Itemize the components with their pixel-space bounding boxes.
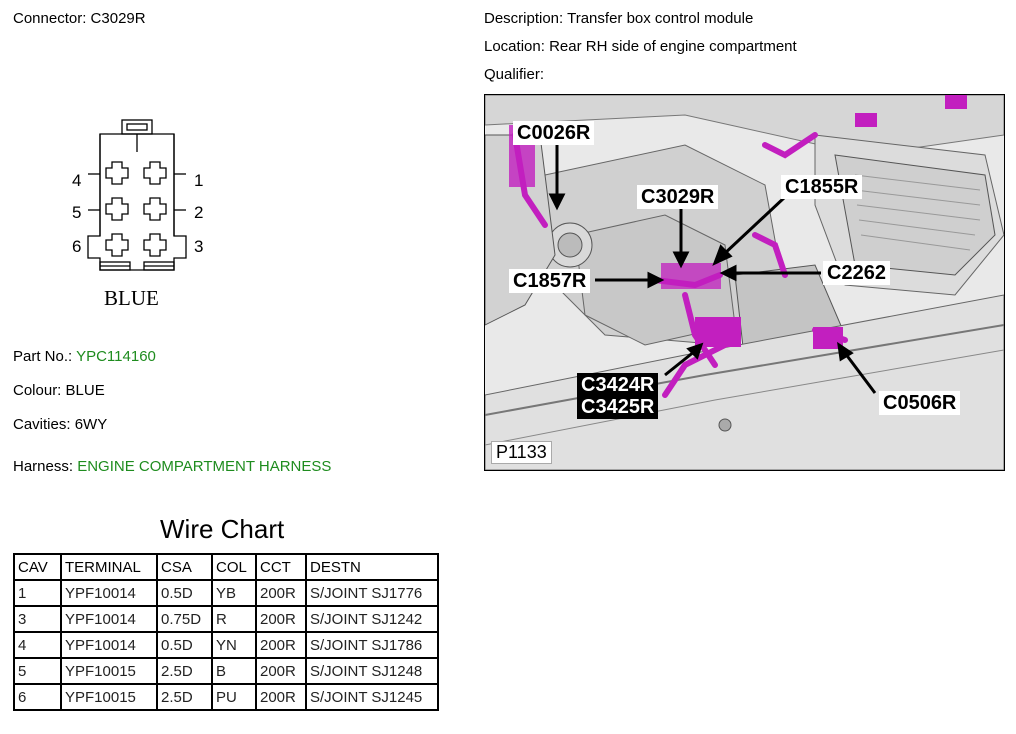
cell-csa: 0.5D [156, 579, 213, 607]
harness-label: Harness: [13, 458, 74, 475]
header-cav: CAV [13, 553, 62, 581]
illustration-id: P1133 [491, 441, 552, 464]
cell-csa: 0.75D [156, 605, 213, 633]
cell-col: YB [211, 579, 257, 607]
cell-col: YN [211, 631, 257, 659]
cell-csa: 2.5D [156, 657, 213, 685]
location-line: Location: Rear RH side of engine compart… [484, 38, 797, 56]
cell-cct: 200R [255, 579, 307, 607]
header-col: COL [211, 553, 257, 581]
callout-c3425r: C3425R [577, 395, 659, 419]
qualifier-label: Qualifier: [484, 66, 545, 83]
cell-cav: 4 [13, 631, 62, 659]
cell-cav: 3 [13, 605, 62, 633]
cell-cct: 200R [255, 657, 307, 685]
connector-line: Connector: C3029R [13, 10, 146, 28]
cavities-line: Cavities: 6WY [13, 416, 107, 434]
description-label: Description: [484, 10, 564, 27]
cell-cav: 5 [13, 657, 62, 685]
harness-line: Harness: ENGINE COMPARTMENT HARNESS [13, 458, 331, 476]
table-row: 1 YPF10014 0.5D YB 200R S/JOINT SJ1776 [13, 579, 439, 607]
callout-c0026r: C0026R [513, 121, 595, 145]
cell-col: R [211, 605, 257, 633]
pin-1-number: 1 [194, 171, 203, 190]
harness-link[interactable]: ENGINE COMPARTMENT HARNESS [77, 458, 332, 475]
pin-6-number: 6 [72, 237, 81, 256]
location-value: Rear RH side of engine compartment [549, 38, 797, 55]
part-no-link[interactable]: YPC114160 [76, 348, 156, 365]
cell-destn: S/JOINT SJ1786 [305, 631, 439, 659]
cell-terminal: YPF10014 [60, 631, 158, 659]
qualifier-line: Qualifier: [484, 66, 544, 84]
header-destn: DESTN [305, 553, 439, 581]
callout-c1855r: C1855R [781, 175, 863, 199]
cell-cct: 200R [255, 605, 307, 633]
description-value: Transfer box control module [567, 10, 754, 27]
connector-face-diagram: 4 5 6 1 2 3 [72, 119, 203, 271]
cell-col: PU [211, 683, 257, 711]
pin-3-number: 3 [194, 237, 203, 256]
table-row: 3 YPF10014 0.75D R 200R S/JOINT SJ1242 [13, 605, 439, 633]
cell-destn: S/JOINT SJ1245 [305, 683, 439, 711]
header-terminal: TERMINAL [60, 553, 158, 581]
cell-cav: 1 [13, 579, 62, 607]
table-row: 5 YPF10015 2.5D B 200R S/JOINT SJ1248 [13, 657, 439, 685]
cell-terminal: YPF10015 [60, 657, 158, 685]
cell-destn: S/JOINT SJ1776 [305, 579, 439, 607]
cell-terminal: YPF10014 [60, 605, 158, 633]
callout-c2262: C2262 [823, 261, 890, 285]
table-row: 6 YPF10015 2.5D PU 200R S/JOINT SJ1245 [13, 683, 439, 711]
cell-col: B [211, 657, 257, 685]
cell-csa: 2.5D [156, 683, 213, 711]
cavities-value: 6WY [74, 416, 108, 433]
cell-csa: 0.5D [156, 631, 213, 659]
part-no-label: Part No.: [13, 348, 73, 365]
cell-terminal: YPF10015 [60, 683, 158, 711]
table-row: 4 YPF10014 0.5D YN 200R S/JOINT SJ1786 [13, 631, 439, 659]
cell-destn: S/JOINT SJ1248 [305, 657, 439, 685]
colour-label: Colour: [13, 382, 62, 399]
cell-cct: 200R [255, 631, 307, 659]
pin-2-number: 2 [194, 203, 203, 222]
header-csa: CSA [156, 553, 213, 581]
cell-destn: S/JOINT SJ1242 [305, 605, 439, 633]
callout-c3424r: C3424R [577, 373, 659, 397]
wire-chart-table: CAV TERMINAL CSA COL CCT DESTN 1 YPF1001… [13, 553, 439, 711]
location-illustration: C0026R C3029R C1855R C1857R C2262 C3424R… [484, 94, 1005, 471]
pinout-colour-label: BLUE [104, 286, 159, 310]
connector-label: Connector: [13, 10, 87, 27]
colour-line: Colour: BLUE [13, 382, 105, 400]
cell-terminal: YPF10014 [60, 579, 158, 607]
cell-cav: 6 [13, 683, 62, 711]
connector-value: C3029R [90, 10, 146, 27]
cell-cct: 200R [255, 683, 307, 711]
cavities-label: Cavities: [13, 416, 71, 433]
location-label: Location: [484, 38, 545, 55]
callout-c0506r: C0506R [879, 391, 961, 415]
header-cct: CCT [255, 553, 307, 581]
pin-5-number: 5 [72, 203, 81, 222]
description-line: Description: Transfer box control module [484, 10, 753, 28]
wire-chart-title: Wire Chart [160, 514, 285, 544]
callout-c1857r: C1857R [509, 269, 591, 293]
callout-c3029r: C3029R [637, 185, 719, 209]
colour-value: BLUE [65, 382, 105, 399]
wire-chart-header-row: CAV TERMINAL CSA COL CCT DESTN [13, 553, 439, 581]
part-no-line: Part No.: YPC114160 [13, 348, 156, 366]
pin-4-number: 4 [72, 171, 81, 190]
